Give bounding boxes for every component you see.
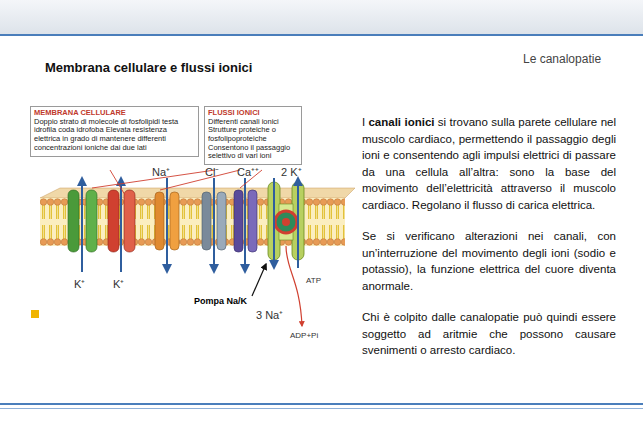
box-body: Doppio strato di molecole di fosfolipidi… [34,118,195,153]
body-paragraph: Icanali ionicisi trovano sulla parete ce… [362,114,616,214]
box-heading: FLUSSI IONICI [208,109,298,118]
ion-label: Ca⁺⁺ [237,164,259,179]
ion-label: Cl⁻ [205,164,219,179]
bold-term: canali ionici [368,116,434,128]
ion-label: 3 Na⁺ [256,307,283,322]
atp-label: ATP [306,276,321,285]
ion-label: K⁺ [113,276,124,291]
paragraph-text: si trovano sulla parete cellulare nel mu… [362,116,616,211]
pump-label: Pompa Na/K [194,296,247,306]
box-body: Differenti canali ionici Strutture prote… [208,118,298,161]
ion-label: Na⁺ [152,164,170,179]
paragraph-text: Se si verificano alterazioni nei canali,… [362,230,616,292]
box-heading: MEMBRANA CELLULARE [34,109,195,118]
ion-label: K⁺ [74,276,85,291]
paragraph-text: Chi è colpito dalle canalopatie può quin… [362,311,616,356]
body-paragraph: Chi è colpito dalle canalopatie può quin… [362,309,616,359]
ion-label: 2 K⁺ [281,164,302,179]
slide-title: Membrana cellulare e flussi ionici [45,60,252,75]
paragraph-text: I [362,116,365,128]
callout-box: FLUSSI IONICIDifferenti canali ionici St… [204,106,302,165]
adp-label: ADP+Pi [290,331,318,340]
section-label: Le canalopatie [523,52,601,66]
callout-box: MEMBRANA CELLULAREDoppio strato di molec… [30,106,199,157]
body-paragraph: Se si verificano alterazioni nei canali,… [362,228,616,294]
